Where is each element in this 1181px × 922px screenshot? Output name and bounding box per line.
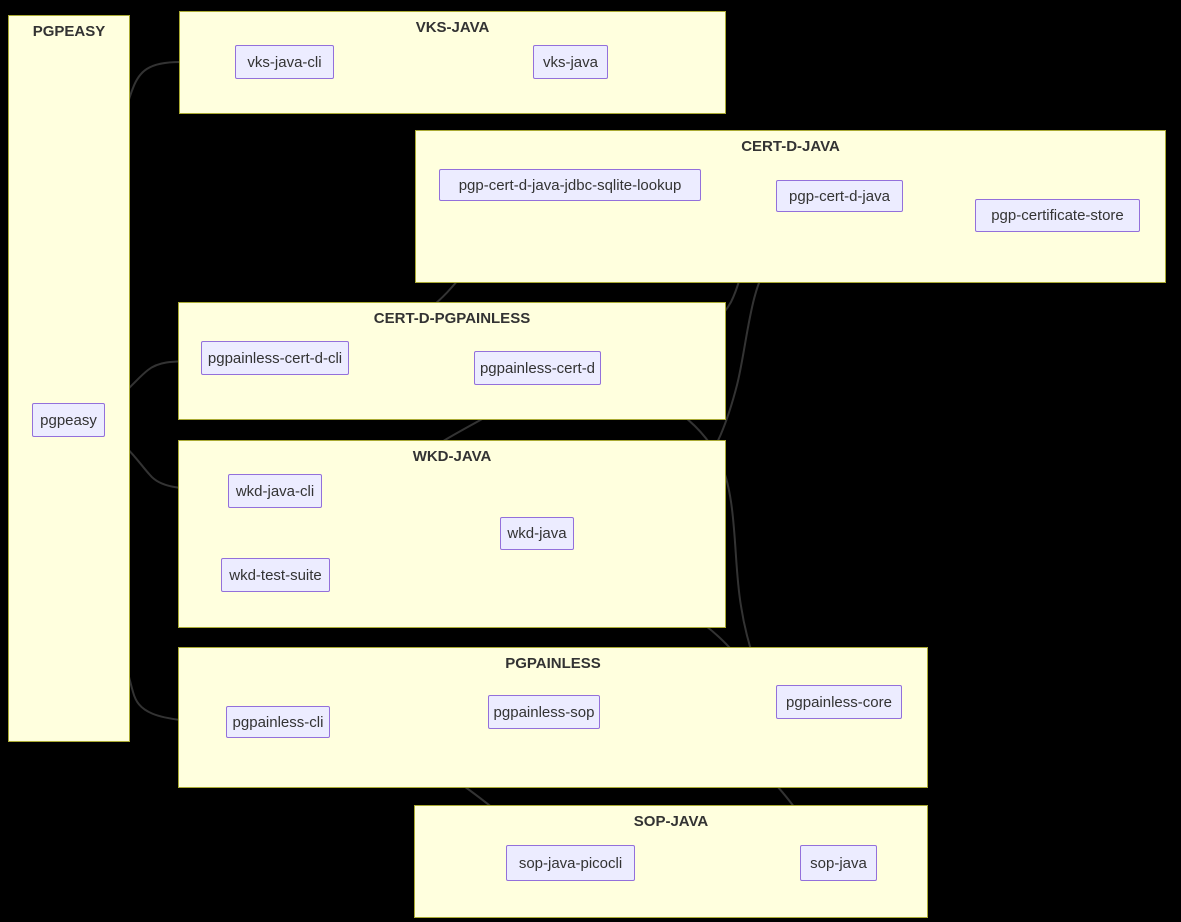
node-label-pgp-cert-d-java: pgp-cert-d-java	[789, 187, 890, 205]
node-label-wkd-java-cli: wkd-java-cli	[235, 482, 315, 500]
node-pgpainless-cli: pgpainless-cli	[226, 706, 330, 738]
node-label-pgp-certificate-store: pgp-certificate-store	[991, 207, 1124, 224]
node-pgpeasy: pgpeasy	[32, 403, 105, 437]
node-wkd-java: wkd-java	[500, 517, 574, 550]
node-label-pgpainless-cert-d: pgpainless-cert-d	[479, 359, 596, 377]
node-wkd-java-cli: wkd-java-cli	[228, 474, 322, 508]
node-pgp-cert-d-java: pgp-cert-d-java	[776, 180, 903, 212]
cluster-label-pgpainless-group: PGPAINLESS	[505, 655, 601, 672]
cluster-pgpeasy-group: PGPEASY	[8, 15, 130, 742]
node-pgpainless-cert-d: pgpainless-cert-d	[474, 351, 601, 385]
node-sop-java: sop-java	[800, 845, 877, 881]
cluster-wkd-java-group: WKD-JAVA	[178, 440, 726, 628]
cluster-label-sop-java-group: SOP-JAVA	[633, 813, 709, 830]
node-label-pgp-cert-d-java-jdbc-sqlite-lookup: pgp-cert-d-java-jdbc-sqlite-lookup	[458, 176, 682, 194]
node-label-pgpainless-core: pgpainless-core	[786, 693, 892, 711]
node-label-pgpeasy: pgpeasy	[40, 411, 97, 429]
node-pgp-cert-d-java-jdbc-sqlite-lookup: pgp-cert-d-java-jdbc-sqlite-lookup	[439, 169, 701, 201]
node-pgpainless-sop: pgpainless-sop	[488, 695, 600, 729]
node-vks-java-cli: vks-java-cli	[235, 45, 334, 79]
cluster-label-cert-d-pgpainless-group: CERT-D-PGPAINLESS	[373, 310, 531, 327]
node-pgpainless-core: pgpainless-core	[776, 685, 902, 719]
node-label-vks-java-cli: vks-java-cli	[247, 53, 322, 71]
node-wkd-test-suite: wkd-test-suite	[221, 558, 330, 592]
node-label-pgpainless-cli: pgpainless-cli	[232, 713, 324, 731]
cluster-label-cert-d-java-group: CERT-D-JAVA	[741, 138, 840, 155]
node-label-wkd-test-suite: wkd-test-suite	[229, 566, 322, 584]
node-label-wkd-java: wkd-java	[507, 525, 567, 542]
node-vks-java: vks-java	[533, 45, 608, 79]
node-label-pgpainless-cert-d-cli: pgpainless-cert-d-cli	[207, 349, 343, 367]
node-sop-java-picocli: sop-java-picocli	[506, 845, 635, 881]
node-label-pgpainless-sop: pgpainless-sop	[493, 703, 595, 721]
node-label-sop-java-picocli: sop-java-picocli	[518, 854, 623, 872]
cluster-label-vks-java-group: VKS-JAVA	[415, 19, 490, 36]
node-label-sop-java: sop-java	[810, 854, 867, 872]
node-pgp-certificate-store: pgp-certificate-store	[975, 199, 1140, 232]
cluster-label-wkd-java-group: WKD-JAVA	[412, 448, 492, 465]
cluster-label-pgpeasy-group: PGPEASY	[32, 23, 106, 40]
node-label-vks-java: vks-java	[542, 53, 598, 71]
node-pgpainless-cert-d-cli: pgpainless-cert-d-cli	[201, 341, 349, 375]
